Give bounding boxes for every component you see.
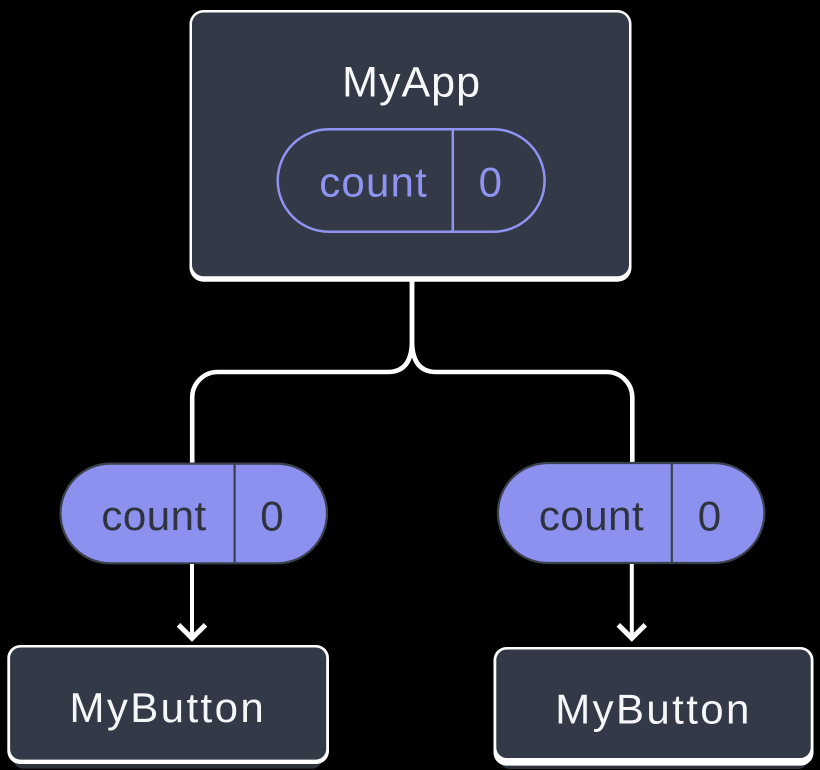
svg-text:MyApp: MyApp: [342, 58, 481, 106]
svg-text:0: 0: [698, 493, 721, 540]
svg-text:count: count: [539, 492, 644, 539]
svg-text:count: count: [319, 159, 428, 206]
svg-text:MyButton: MyButton: [69, 684, 266, 731]
svg-text:count: count: [101, 492, 206, 539]
svg-text:MyButton: MyButton: [555, 686, 752, 733]
svg-text:0: 0: [479, 159, 502, 206]
svg-text:0: 0: [260, 493, 283, 540]
